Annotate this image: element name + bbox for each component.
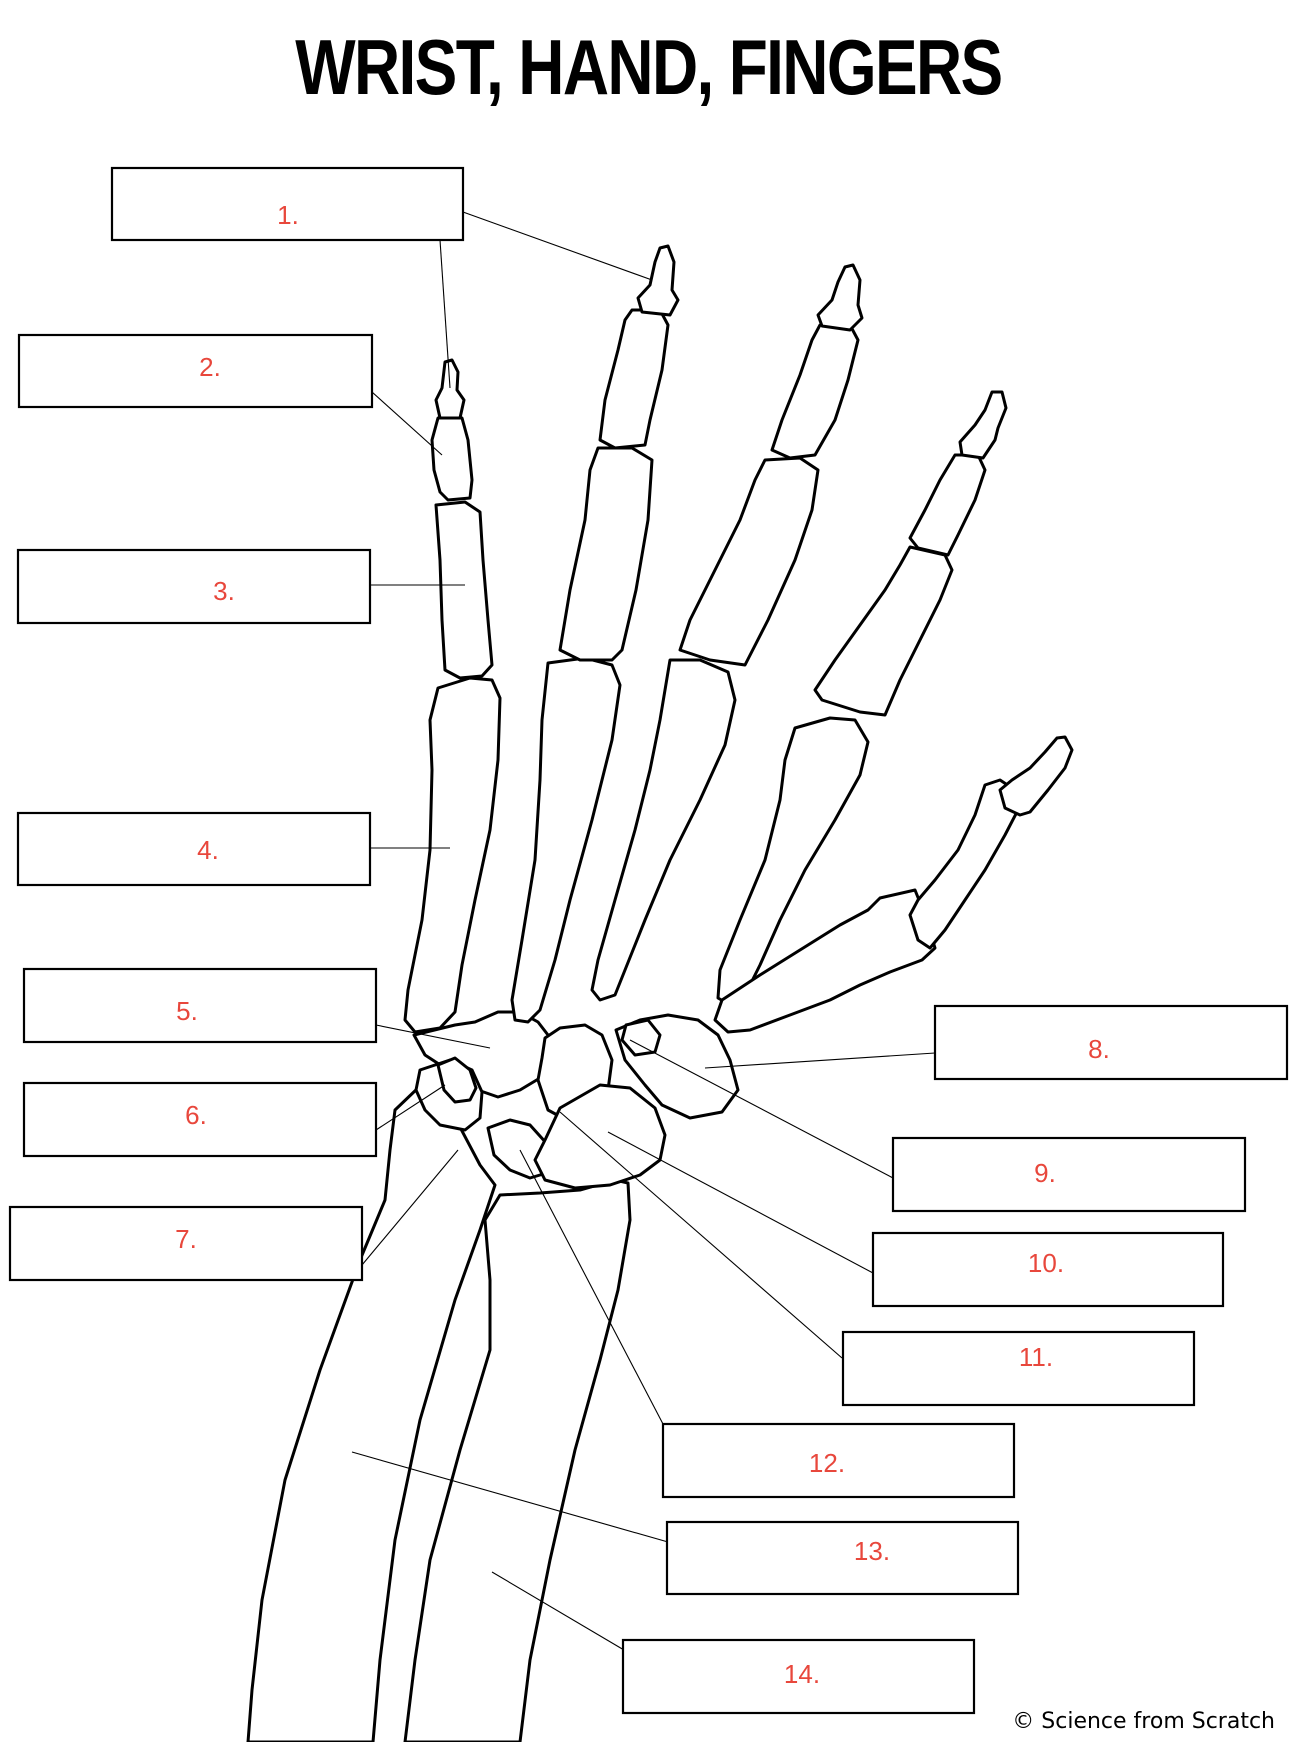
label-box-1[interactable]: 1. (110, 166, 465, 242)
label-boxes: 1. 2. 3. 4. 5. 6. 7. 8. (8, 166, 1289, 1715)
proximal-phalanx-pinky (813, 545, 954, 717)
leader-9 (629, 1039, 894, 1179)
proximal-phalanges (434, 446, 1020, 950)
ulna-bone (246, 1078, 497, 1742)
triquetrum-bone (533, 1083, 667, 1190)
copyright-credit: © Science from Scratch (1012, 1709, 1275, 1734)
label-box-6[interactable]: 6. (22, 1081, 378, 1158)
label-number: 13. (854, 1536, 890, 1566)
middle-phalanges (430, 308, 987, 557)
distal-phalanges (434, 244, 1074, 817)
distal-phalanx-index (434, 358, 466, 420)
label-box-14[interactable]: 14. (621, 1638, 976, 1715)
label-box-3[interactable]: 3. (16, 548, 372, 625)
leader-7 (361, 1149, 459, 1266)
proximal-phalanx-middle (558, 446, 654, 662)
distal-phalanx-ring (816, 263, 864, 332)
distal-phalanx-thumb (998, 735, 1074, 817)
label-box-11[interactable]: 11. (841, 1330, 1196, 1407)
middle-phalanx-ring (770, 323, 860, 460)
carpal-bones (412, 1010, 740, 1190)
leader-1b (439, 239, 451, 389)
leader-2 (371, 391, 443, 456)
label-number: 9. (1034, 1158, 1056, 1188)
label-number: 7. (175, 1224, 197, 1254)
forearm-bones (246, 1078, 632, 1742)
middle-phalanx-index (430, 416, 474, 502)
pisiform-bone (620, 1018, 662, 1057)
distal-phalanx-middle (636, 244, 680, 317)
leader-13 (351, 1451, 669, 1543)
leader-14 (491, 1571, 625, 1651)
label-box-8[interactable]: 8. (933, 1004, 1289, 1081)
label-box-9[interactable]: 9. (891, 1136, 1247, 1213)
label-box-13[interactable]: 13. (665, 1520, 1020, 1596)
label-box-4[interactable]: 4. (16, 811, 372, 887)
metacarpal-index (403, 676, 502, 1034)
label-number: 12. (809, 1448, 845, 1478)
label-box-12[interactable]: 12. (661, 1422, 1016, 1499)
label-number: 11. (1019, 1342, 1053, 1372)
leader-10 (607, 1131, 874, 1274)
worksheet-title: WRIST, HAND, FINGERS (295, 23, 1003, 111)
leader-8 (704, 1052, 936, 1069)
label-number: 3. (213, 576, 235, 606)
leader-1a (462, 211, 653, 281)
metacarpal-bones (403, 656, 937, 1034)
label-number: 8. (1088, 1034, 1110, 1064)
label-number: 6. (185, 1100, 207, 1130)
distal-phalanx-pinky (958, 390, 1008, 460)
leader-12 (519, 1149, 664, 1425)
label-number: 10. (1028, 1248, 1064, 1278)
label-number: 5. (176, 996, 198, 1026)
metacarpal-middle (510, 656, 622, 1024)
label-box-10[interactable]: 10. (871, 1231, 1225, 1308)
proximal-phalanx-index (434, 500, 494, 680)
leader-lines (351, 211, 936, 1651)
metacarpal-ring (590, 658, 737, 1002)
proximal-phalanx-ring (678, 456, 820, 667)
label-number: 2. (199, 352, 221, 382)
label-box-5[interactable]: 5. (22, 967, 378, 1044)
label-box-2[interactable]: 2. (17, 333, 374, 409)
label-number: 4. (197, 835, 219, 865)
middle-phalanx-middle (598, 308, 670, 450)
middle-phalanx-pinky (908, 453, 987, 557)
leader-11 (559, 1111, 843, 1359)
label-box-7[interactable]: 7. (8, 1205, 364, 1282)
label-number: 14. (784, 1659, 820, 1689)
label-number: 1. (277, 200, 299, 230)
leader-5 (375, 1024, 491, 1049)
proximal-phalanx-thumb (908, 778, 1020, 950)
scaphoid-bone (436, 1056, 478, 1104)
leader-6 (375, 1084, 446, 1131)
